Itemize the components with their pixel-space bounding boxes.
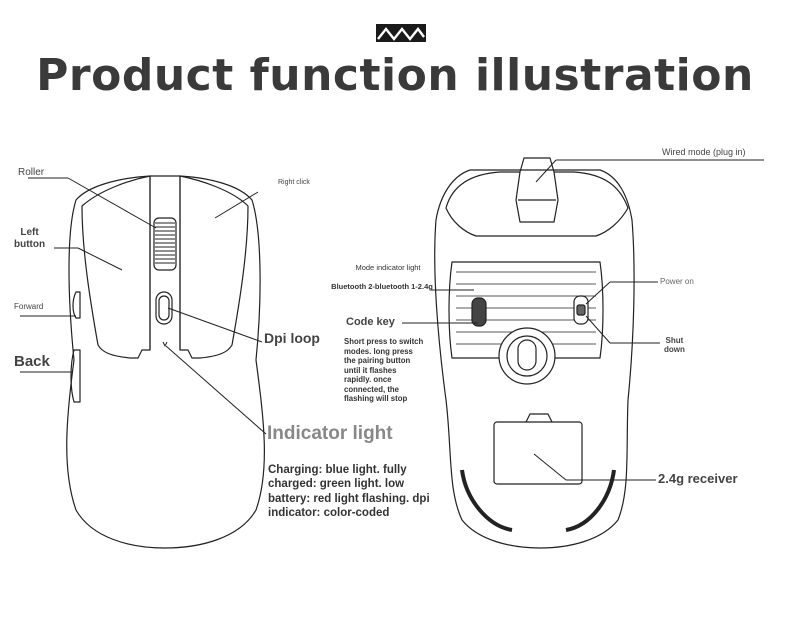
forward-label: Forward xyxy=(14,302,44,311)
left-button-label: Left button xyxy=(14,227,46,250)
mouse-bottom-view xyxy=(434,157,635,549)
shut-down-label: Shut down xyxy=(664,336,685,355)
indicator-light-label: Indicator light xyxy=(267,423,393,444)
dpi-loop-label: Dpi loop xyxy=(264,330,320,346)
power-on-label: Power on xyxy=(660,277,694,286)
wired-mode-label: Wired mode (plug in) xyxy=(662,147,746,157)
code-key-description: Short press to switch modes. long press … xyxy=(344,337,424,403)
page-title: Product function illustration xyxy=(36,50,754,101)
brand-logo xyxy=(376,24,426,42)
mode-indicator-label: Mode indicator light xyxy=(355,263,421,272)
mode-list-label: Bluetooth 2-bluetooth 1-2.4g xyxy=(331,282,433,291)
back-label: Back xyxy=(14,353,50,370)
mouse-top-view xyxy=(66,175,265,549)
code-key-label: Code key xyxy=(346,316,395,328)
roller-label: Roller xyxy=(18,167,45,178)
indicator-light-description: Charging: blue light. fully charged: gre… xyxy=(268,464,430,520)
receiver-label: 2.4g receiver xyxy=(658,471,738,486)
right-click-label: Right click xyxy=(278,179,310,186)
